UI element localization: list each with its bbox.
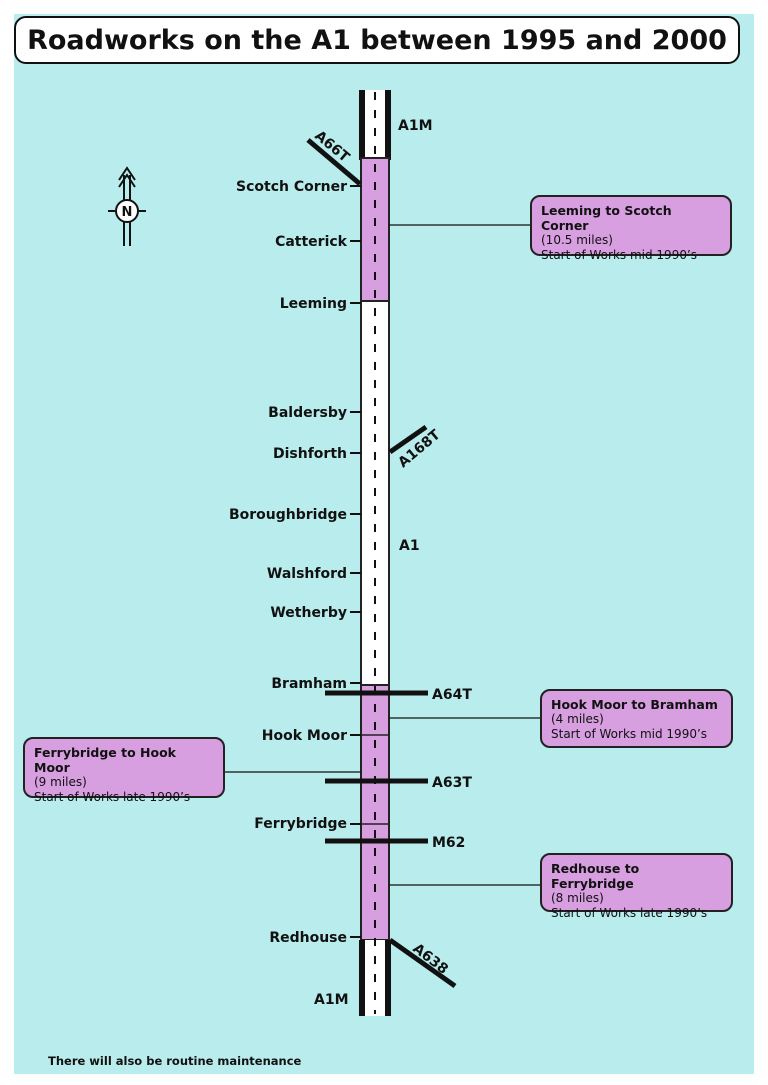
callout-length: (8 miles) [551,891,604,905]
north-arrow-icon [108,166,146,246]
road-label-a1: A1 [399,538,420,554]
compass-letter: N [122,205,133,220]
callout-length: (10.5 miles) [541,233,613,247]
road-label-m62: M62 [432,835,465,851]
place-wetherby: Wetherby [270,605,347,621]
place-baldersby: Baldersby [268,405,347,421]
road-label-a1m-top: A1M [398,118,433,134]
place-hook-moor: Hook Moor [262,728,347,744]
place-scotch-corner: Scotch Corner [236,179,347,195]
road-label-a63t: A63T [432,775,472,791]
page-title: Roadworks on the A1 between 1995 and 200… [14,16,740,64]
road-label-a1m-bottom: A1M [314,992,349,1008]
callout-start: Start of Works mid 1990’s [541,248,698,262]
place-leeming: Leeming [280,296,347,312]
callout-hook-moor-bramham: Hook Moor to Bramham (4 miles) Start of … [540,689,733,748]
callout-start: Start of Works mid 1990’s [551,727,708,741]
callout-length: (9 miles) [34,775,87,789]
place-dishforth: Dishforth [273,446,347,462]
callout-title: Hook Moor to Bramham [551,697,718,712]
callout-title: Ferrybridge to Hook Moor [34,745,176,775]
place-bramham: Bramham [271,676,347,692]
callout-title: Redhouse to Ferrybridge [551,861,640,891]
a168t-road [388,424,428,455]
footnote: There will also be routine maintenance [48,1054,302,1068]
place-ferrybridge: Ferrybridge [254,816,347,832]
callout-start: Start of Works late 1990’s [551,906,708,920]
callout-length: (4 miles) [551,712,604,726]
callout-title: Leeming to Scotch Corner [541,203,672,233]
callout-start: Start of Works late 1990’s [34,790,191,804]
callout-redhouse-ferrybridge: Redhouse to Ferrybridge (8 miles) Start … [540,853,733,920]
road-label-a64t: A64T [432,687,472,703]
callout-leeming-scotch-corner: Leeming to Scotch Corner (10.5 miles) St… [530,195,732,262]
place-catterick: Catterick [275,234,348,250]
place-walshford: Walshford [267,566,347,582]
callout-ferrybridge-hook-moor: Ferrybridge to Hook Moor (9 miles) Start… [23,737,225,804]
a638-road [388,937,457,989]
a66t-road [306,138,362,186]
place-redhouse: Redhouse [269,930,347,946]
place-boroughbridge: Boroughbridge [229,507,347,523]
